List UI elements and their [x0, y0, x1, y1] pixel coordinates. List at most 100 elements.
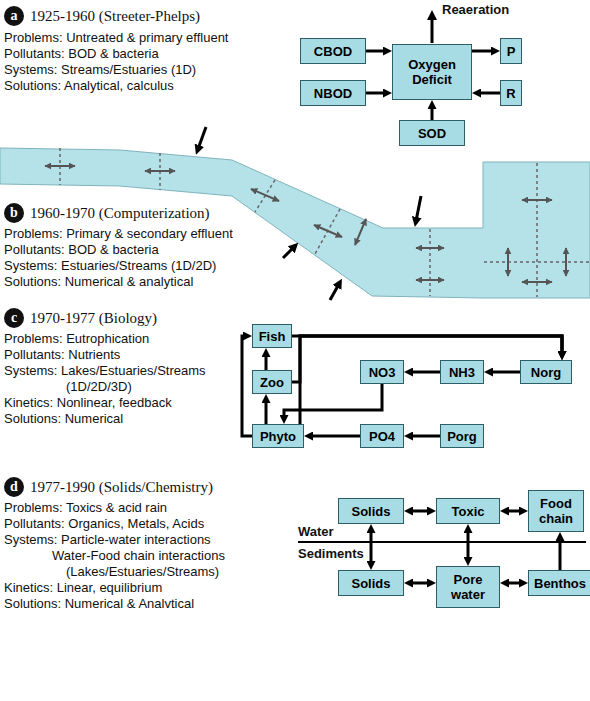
process-box: SOD — [399, 120, 465, 146]
process-box: NBOD — [300, 80, 366, 106]
box-text: NBOD — [314, 86, 352, 101]
process-box: Phyto — [252, 424, 304, 448]
panel-note: Kinetics: Nonlinear, feedback — [4, 395, 172, 411]
exchange-arrow — [145, 170, 175, 172]
inflow-arrow — [416, 196, 421, 221]
process-box: NH3 — [440, 360, 484, 384]
reaeration-arrow — [431, 16, 434, 43]
panel-note: Systems: Particle-water interactions — [4, 532, 211, 548]
panel-note: Pollutants: Organics, Metals, Acids — [4, 516, 204, 532]
process-box: Norg — [520, 360, 572, 384]
estuary-shape — [0, 148, 590, 298]
box-text: Porg — [447, 429, 477, 444]
process-box: Fish — [252, 324, 292, 348]
flow-arrow — [284, 384, 382, 418]
panel-note: Pollutants: BOD & bacteria — [4, 242, 159, 258]
exchange-arrow — [355, 219, 366, 245]
panel-title: 1960-1970 (Computerization) — [30, 204, 210, 222]
box-text: Norg — [531, 365, 561, 380]
segment-boundary — [536, 163, 538, 297]
flow-arrow — [559, 538, 562, 570]
box-text: Solids — [351, 576, 390, 591]
box-text: Food chain — [533, 496, 579, 526]
panel-title: 1977-1990 (Solids/Chemistry) — [30, 478, 213, 496]
process-box: NO3 — [360, 360, 404, 384]
flow-arrow — [410, 371, 440, 374]
box-text: PO4 — [369, 429, 395, 444]
flow-arrow — [242, 336, 252, 436]
inflow-arrow — [198, 127, 206, 149]
inflow-arrow — [330, 284, 339, 300]
panel-note: (Lakes/Estuaries/Streams) — [66, 564, 219, 580]
flow-arrow — [265, 400, 268, 424]
layer-label: Sediments — [298, 546, 364, 562]
inflow-arrow — [283, 247, 294, 258]
process-box: Toxic — [436, 498, 500, 524]
process-box: Oxygen Deficit — [392, 44, 472, 100]
exchange-arrow — [416, 247, 444, 249]
flow-arrow — [467, 530, 470, 560]
panel-note: Problems: Eutrophication — [4, 331, 149, 347]
box-text: Solids — [351, 504, 390, 519]
box-text: Zoo — [260, 375, 284, 390]
panel-note: Solutions: Analytical, calculus — [4, 78, 174, 94]
box-text: Oxygen Deficit — [397, 57, 467, 87]
flow-arrow — [410, 435, 440, 438]
box-text: CBOD — [314, 44, 352, 59]
exchange-arrow — [314, 225, 342, 237]
exchange-arrow — [522, 281, 552, 283]
panel-note: Kinetics: Linear, equilibrium — [4, 580, 162, 596]
panel-badge: b — [4, 203, 24, 223]
panel-note: Systems: Streams/Estuaries (1D) — [4, 62, 196, 78]
process-box: Pore water — [436, 566, 500, 608]
badge-letter: c — [11, 311, 17, 325]
exchange-arrow — [45, 165, 75, 167]
flow-arrow — [490, 371, 520, 374]
panel-title: 1925-1960 (Streeter-Phelps) — [30, 7, 200, 25]
panel-badge: a — [4, 6, 24, 26]
process-box: R — [500, 80, 522, 106]
segment-boundary — [429, 229, 431, 296]
badge-letter: a — [11, 9, 18, 23]
process-box: Benthos — [528, 570, 590, 596]
process-box: Porg — [440, 424, 484, 448]
flow-arrow — [410, 582, 430, 585]
process-box: Solids — [338, 498, 404, 524]
process-box: CBOD — [300, 38, 366, 64]
panel-title: 1970-1977 (Biology) — [30, 309, 157, 327]
box-text: Fish — [259, 329, 286, 344]
flow-arrow — [478, 92, 500, 95]
panel-note: Systems: Estuaries/Streams (1D/2D) — [4, 258, 216, 274]
box-text: SOD — [418, 126, 446, 141]
process-box: Solids — [338, 570, 404, 596]
panel-note: Solutions: Numerical — [4, 411, 123, 427]
panel-note: Systems: Lakes/Estuaries/Streams — [4, 363, 206, 379]
flow-arrow — [506, 510, 522, 513]
panel-badge: c — [4, 308, 24, 328]
segment-boundary — [484, 261, 589, 263]
badge-letter: b — [10, 206, 18, 220]
exchange-arrow — [522, 199, 552, 201]
panel-note: (1D/2D/3D) — [66, 379, 132, 395]
flow-arrow — [292, 336, 562, 354]
box-text: NH3 — [449, 365, 475, 380]
flow-arrow — [265, 354, 268, 370]
panel-note: Problems: Primary & secondary effluent — [4, 226, 233, 242]
box-text: R — [506, 86, 515, 101]
box-text: Benthos — [534, 576, 586, 591]
panel-note: Solutions: Numerical & Analvtical — [4, 596, 194, 612]
panel-note: Problems: Toxics & acid rain — [4, 500, 167, 516]
flow-arrow — [366, 50, 386, 53]
box-text: Phyto — [260, 429, 296, 444]
water-sediment-divider — [298, 541, 586, 543]
panel-note: Solutions: Numerical & analytical — [4, 274, 193, 290]
layer-label: Water — [298, 524, 334, 540]
flow-label: Reaeration — [442, 2, 509, 18]
flow-arrow — [366, 92, 386, 95]
flow-arrow — [410, 510, 430, 513]
process-box: P — [500, 38, 522, 64]
exchange-arrow — [507, 248, 509, 276]
box-text: Toxic — [452, 504, 485, 519]
flow-arrow — [506, 582, 522, 585]
box-text: P — [507, 44, 516, 59]
